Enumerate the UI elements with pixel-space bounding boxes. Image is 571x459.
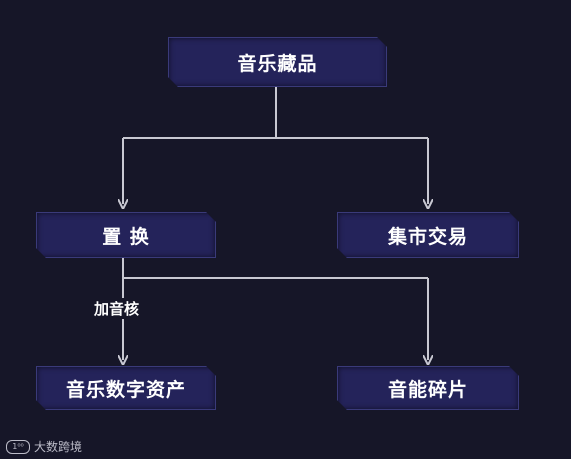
node-sound-fragment-label: 音能碎片 bbox=[387, 378, 468, 401]
watermark: 1⁰⁰ 大数跨境 bbox=[6, 438, 82, 455]
node-music-digital-asset-label: 音乐数字资产 bbox=[65, 378, 186, 401]
node-market-trade: 集市交易 bbox=[337, 212, 519, 258]
node-market-trade-label: 集市交易 bbox=[387, 225, 468, 248]
edge-label-add-core: 加音核 bbox=[92, 298, 142, 319]
node-exchange: 置 换 bbox=[36, 212, 216, 258]
node-exchange-label: 置 换 bbox=[102, 225, 150, 248]
node-sound-fragment: 音能碎片 bbox=[337, 366, 519, 410]
watermark-logo: 1⁰⁰ bbox=[6, 439, 30, 454]
node-music-collectible-label: 音乐藏品 bbox=[237, 52, 318, 75]
watermark-text: 大数跨境 bbox=[34, 440, 83, 454]
node-music-collectible: 音乐藏品 bbox=[168, 37, 387, 87]
node-music-digital-asset: 音乐数字资产 bbox=[36, 366, 216, 410]
